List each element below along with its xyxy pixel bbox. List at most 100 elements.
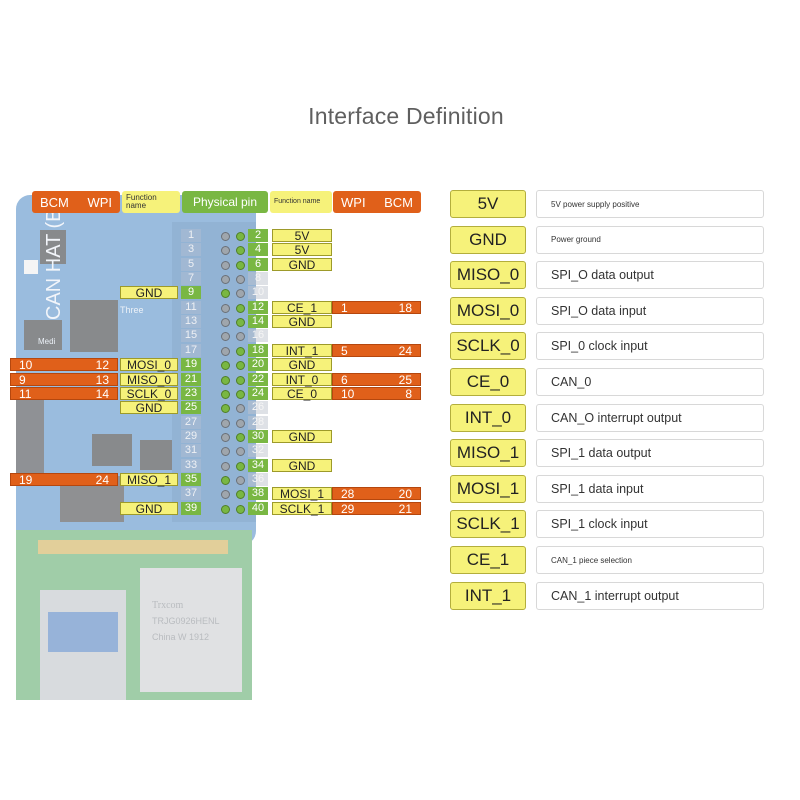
physical-pin-38: 38: [248, 487, 268, 501]
wpi-number: 24: [95, 472, 109, 487]
signal-badge: 5V: [450, 190, 526, 218]
function-label-right: 5V: [272, 243, 332, 257]
header-wpi-left: WPI: [87, 194, 112, 210]
signal-description: SPI_O data input: [536, 296, 764, 325]
wpi-number: 12: [95, 358, 109, 373]
pin-dot-icon: [221, 289, 230, 299]
pin-dot-icon: [236, 346, 245, 356]
pin-dot-icon: [236, 461, 245, 471]
pin-dot-icon: [221, 389, 230, 399]
bcm-number: 18: [398, 300, 412, 315]
header-bcm-wpi-left: BCM WPI: [32, 191, 120, 213]
bcm-number: 25: [398, 372, 412, 387]
pin-dot-icon: [236, 404, 245, 414]
header-physical-pin: Physical pin: [182, 191, 268, 213]
pin-dot-icon: [236, 361, 245, 371]
physical-pin-7: 7: [181, 272, 201, 286]
signal-description: 5V power supply positive: [536, 190, 764, 218]
physical-pin-33: 33: [181, 458, 201, 472]
header-bcm-right: BCM: [384, 194, 413, 210]
physical-pin-5: 5: [181, 257, 201, 271]
signal-description: CAN_1 piece selection: [536, 546, 764, 574]
function-label-left: SCLK_0: [120, 386, 178, 400]
physical-pin-26: 26: [248, 401, 268, 415]
board-label: CAN HAT (B): [43, 202, 65, 320]
function-label-right: GND: [272, 315, 332, 329]
bcm-number: 20: [398, 487, 412, 502]
pin-dot-icon: [221, 303, 230, 313]
physical-pin-34: 34: [248, 458, 268, 472]
physical-pin-30: 30: [248, 429, 268, 443]
function-label-left: MISO_1: [120, 472, 178, 486]
function-label-right: CE_1: [272, 300, 332, 314]
physical-pin-35: 35: [181, 472, 201, 486]
header-function-left: Function name: [122, 191, 180, 213]
physical-pin-6: 6: [248, 257, 268, 271]
pin-dot-icon: [221, 375, 230, 385]
board-text: Three: [120, 305, 144, 315]
pin-dot-icon: [236, 275, 245, 285]
physical-pin-29: 29: [181, 429, 201, 443]
function-label-left: GND: [120, 286, 178, 300]
physical-pin-17: 17: [181, 343, 201, 357]
physical-pin-8: 8: [248, 272, 268, 286]
pin-dot-icon: [236, 447, 245, 457]
signal-description: SPI_1 data output: [536, 439, 764, 468]
pin-dot-icon: [221, 475, 230, 485]
signal-description: SPI_1 data input: [536, 474, 764, 503]
function-label-right: GND: [272, 358, 332, 372]
signal-description: Power ground: [536, 225, 764, 254]
function-label-right: SCLK_1: [272, 501, 332, 515]
physical-pin-32: 32: [248, 444, 268, 458]
function-label-left: GND: [120, 401, 178, 415]
led-icon: [24, 260, 38, 274]
header-function-right: Function name: [270, 191, 332, 213]
wpi-number: 28: [341, 487, 355, 502]
function-label-right: GND: [272, 458, 332, 472]
function-label-left: GND: [120, 501, 178, 515]
wpi-number: 13: [95, 372, 109, 387]
physical-pin-9: 9: [181, 286, 201, 300]
wpi-number: 14: [95, 386, 109, 401]
signal-badge: MISO_0: [450, 261, 526, 290]
pin-dot-icon: [236, 260, 245, 270]
physical-pin-15: 15: [181, 329, 201, 343]
physical-pin-14: 14: [248, 315, 268, 329]
chip-icon: [70, 300, 118, 352]
physical-pin-18: 18: [248, 343, 268, 357]
physical-pin-2: 2: [248, 229, 268, 242]
physical-pin-11: 11: [181, 300, 201, 314]
function-label-right: GND: [272, 429, 332, 443]
pin-dot-icon: [236, 375, 245, 385]
physical-pin-13: 13: [181, 315, 201, 329]
signal-badge: INT_1: [450, 581, 526, 610]
chip-icon: [140, 440, 174, 470]
pin-dot-icon: [236, 232, 245, 241]
physical-pin-39: 39: [181, 501, 201, 515]
wpi-bcm-right: 6 25: [332, 372, 421, 387]
wpi-number: 6: [341, 372, 348, 387]
signal-badge: SCLK_0: [450, 332, 526, 361]
pin-dot-icon: [221, 418, 230, 428]
signal-badge: CE_0: [450, 368, 526, 396]
board-text: TRJG0926HENL: [152, 616, 220, 626]
signal-badge: CE_1: [450, 546, 526, 574]
physical-pin-40: 40: [248, 501, 268, 515]
pin-dot-icon: [221, 332, 230, 342]
pin-dot-icon: [221, 504, 230, 514]
header-bcm-left: BCM: [40, 194, 69, 210]
pin-dot-icon: [236, 303, 245, 313]
signal-badge: INT_0: [450, 403, 526, 432]
signal-description: SPI_1 clock input: [536, 510, 764, 539]
signal-badge: MISO_1: [450, 439, 526, 468]
chip-icon: [92, 434, 132, 466]
signal-description: CAN_O interrupt output: [536, 403, 764, 432]
physical-pin-25: 25: [181, 401, 201, 415]
pin-dot-icon: [236, 318, 245, 328]
function-label-right: CE_0: [272, 386, 332, 400]
signal-badge: MOSI_0: [450, 296, 526, 325]
signal-badge: GND: [450, 225, 526, 254]
bcm-number: 24: [398, 343, 412, 358]
